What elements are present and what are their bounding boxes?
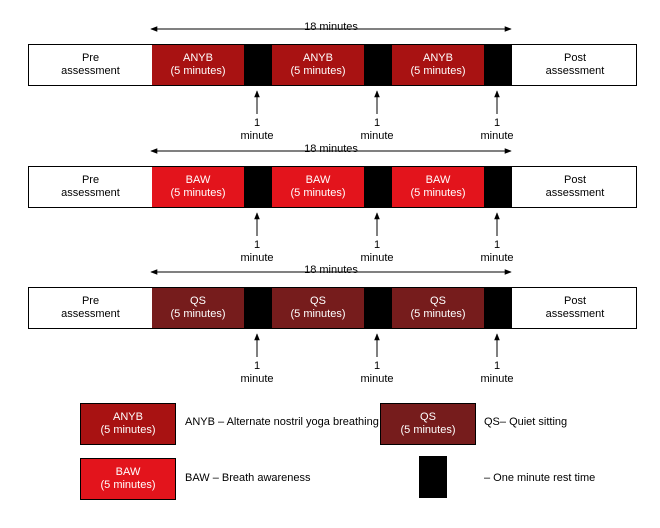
practice-duration: (5 minutes)	[170, 187, 226, 199]
rest-duration-line: 1	[493, 117, 501, 129]
practice-code: BAW	[185, 174, 211, 186]
pre-assessment-label: Pre	[81, 174, 100, 186]
rest-block	[364, 45, 392, 85]
legend-swatch-duration: (5 minutes)	[100, 424, 156, 436]
legend-swatch-rest	[419, 456, 447, 498]
rest-block	[364, 167, 392, 207]
legend-swatch-code: ANYB	[113, 411, 143, 423]
rest-duration-line: minute	[360, 373, 394, 385]
practice-duration: (5 minutes)	[170, 65, 226, 77]
rest-duration-line: 1	[253, 239, 261, 251]
legend-description: – One minute rest time	[484, 472, 596, 484]
rest-duration-line: 1	[253, 360, 261, 372]
rest-block	[244, 288, 272, 328]
practice-segment: ANYB(5 minutes)	[152, 45, 244, 85]
rest-duration-line: 1	[373, 239, 381, 251]
rest-duration-line: 1	[253, 117, 261, 129]
practice-duration: (5 minutes)	[290, 65, 346, 77]
legend-swatch-code: BAW	[115, 466, 141, 478]
practice-code: ANYB	[303, 52, 333, 64]
practice-code: BAW	[305, 174, 331, 186]
practice-code: ANYB	[423, 52, 453, 64]
legend-swatch-duration: (5 minutes)	[400, 424, 456, 436]
pre-assessment-label: Pre	[81, 295, 100, 307]
post-assessment-label: Post	[563, 295, 586, 307]
pre-assessment-label: Pre	[81, 52, 100, 64]
pre-assessment-label: assessment	[61, 187, 120, 199]
practice-code: QS	[430, 295, 446, 307]
legend-swatch-baw: BAW(5 minutes)	[80, 458, 176, 500]
practice-segment: QS(5 minutes)	[152, 288, 244, 328]
rest-block	[364, 288, 392, 328]
rest-block	[484, 45, 512, 85]
rest-duration-line: minute	[240, 252, 274, 264]
post-assessment-label: Post	[563, 52, 586, 64]
rest-duration-line: minute	[240, 373, 274, 385]
rest-duration-line: minute	[480, 252, 514, 264]
legend-swatch-duration: (5 minutes)	[100, 479, 156, 491]
practice-segment: BAW(5 minutes)	[152, 167, 244, 207]
post-assessment-label: Post	[563, 174, 586, 186]
rest-block	[484, 167, 512, 207]
practice-segment: BAW(5 minutes)	[392, 167, 484, 207]
rest-duration-line: 1	[493, 360, 501, 372]
practice-duration: (5 minutes)	[290, 308, 346, 320]
practice-code: BAW	[425, 174, 451, 186]
post-assessment-label: assessment	[545, 308, 605, 320]
practice-segment: ANYB(5 minutes)	[392, 45, 484, 85]
rest-duration-line: minute	[360, 130, 394, 142]
rest-duration-line: minute	[480, 373, 514, 385]
legend-description: BAW – Breath awareness	[185, 472, 311, 484]
practice-segment: BAW(5 minutes)	[272, 167, 364, 207]
legend-swatch-anyb: ANYB(5 minutes)	[80, 403, 176, 445]
rest-duration-line: 1	[373, 117, 381, 129]
practice-duration: (5 minutes)	[410, 187, 466, 199]
practice-segment: ANYB(5 minutes)	[272, 45, 364, 85]
rest-duration-line: minute	[480, 130, 514, 142]
post-assessment-label: assessment	[545, 65, 605, 77]
rest-block	[244, 45, 272, 85]
practice-duration: (5 minutes)	[170, 308, 226, 320]
practice-code: QS	[310, 295, 326, 307]
rest-duration-line: 1	[373, 360, 381, 372]
practice-segment: QS(5 minutes)	[392, 288, 484, 328]
rest-duration-line: minute	[240, 130, 274, 142]
practice-duration: (5 minutes)	[410, 65, 466, 77]
legend-description: ANYB – Alternate nostril yoga breathing	[185, 416, 379, 428]
practice-duration: (5 minutes)	[290, 187, 346, 199]
practice-duration: (5 minutes)	[410, 308, 466, 320]
pre-assessment-label: assessment	[61, 65, 120, 77]
practice-code: ANYB	[183, 52, 213, 64]
rest-block	[244, 167, 272, 207]
rest-block	[484, 288, 512, 328]
legend-description: QS– Quiet sitting	[484, 416, 568, 428]
practice-code: QS	[190, 295, 206, 307]
post-assessment-label: assessment	[545, 187, 605, 199]
pre-assessment-label: assessment	[61, 308, 120, 320]
legend-swatch-qs: QS(5 minutes)	[380, 403, 476, 445]
rest-duration-line: minute	[360, 252, 394, 264]
practice-segment: QS(5 minutes)	[272, 288, 364, 328]
rest-duration-line: 1	[493, 239, 501, 251]
legend-swatch-code: QS	[420, 411, 436, 423]
